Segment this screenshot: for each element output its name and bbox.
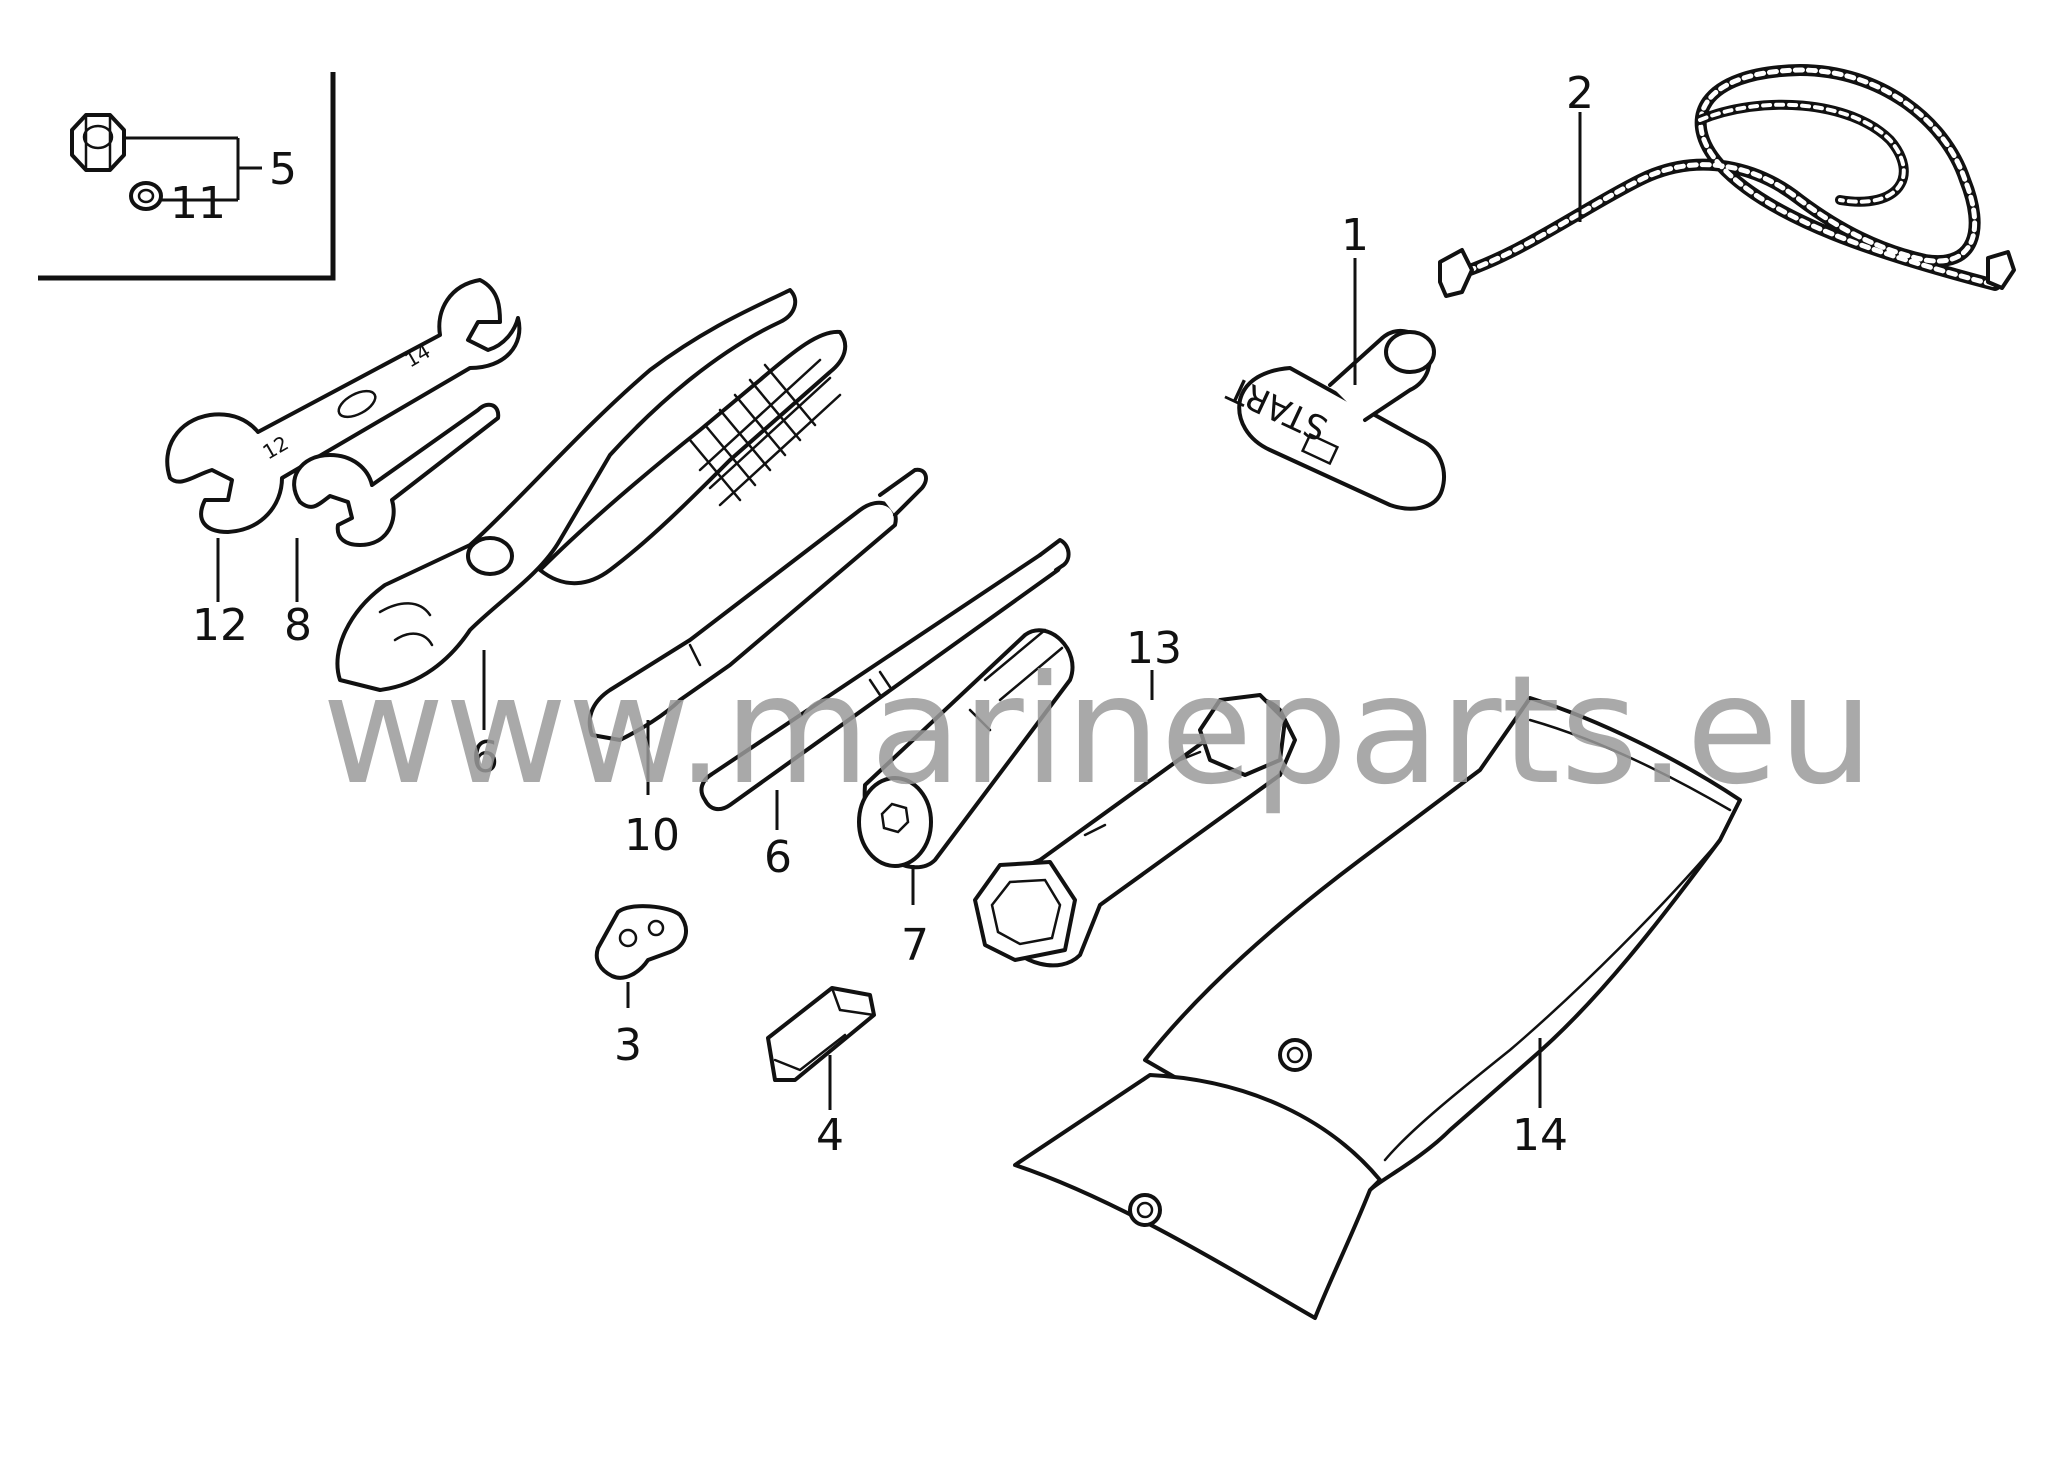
callout-4: 4 — [816, 1110, 844, 1161]
callout-leader-5-11 — [124, 136, 262, 202]
socket-tube-7 — [857, 628, 1075, 870]
callout-6: 6 — [764, 832, 792, 883]
callout-12: 12 — [192, 600, 248, 651]
starter-grip-1: START — [1222, 329, 1446, 511]
callout-11: 11 — [170, 178, 226, 229]
inset-frame — [38, 72, 336, 281]
callout-3: 3 — [614, 1020, 642, 1071]
callout-7: 7 — [901, 920, 929, 971]
plug-wrench-13 — [973, 693, 1297, 968]
starter-rope-2 — [1438, 63, 2016, 298]
washer-part — [129, 181, 163, 211]
callout-13: 13 — [1126, 623, 1182, 674]
callout-8: 8 — [284, 600, 312, 651]
callout-9: 9 — [471, 729, 499, 780]
tool-bag-14 — [1013, 696, 1742, 1320]
callout-14: 14 — [1512, 1110, 1568, 1161]
pliers-9 — [335, 288, 848, 692]
nut-part — [70, 113, 126, 172]
wrench-8 — [292, 402, 501, 547]
wrench-12: 12 14 — [165, 278, 522, 534]
screwdriver-bit-6 — [699, 538, 1071, 812]
callout-5: 5 — [269, 144, 297, 195]
callout-1: 1 — [1341, 210, 1369, 261]
callout-2: 2 — [1566, 68, 1594, 119]
watermark-text: www.marineparts.eu — [322, 644, 1874, 818]
callout-10: 10 — [624, 810, 680, 861]
connector-4 — [766, 986, 876, 1082]
clip-3 — [594, 904, 688, 980]
